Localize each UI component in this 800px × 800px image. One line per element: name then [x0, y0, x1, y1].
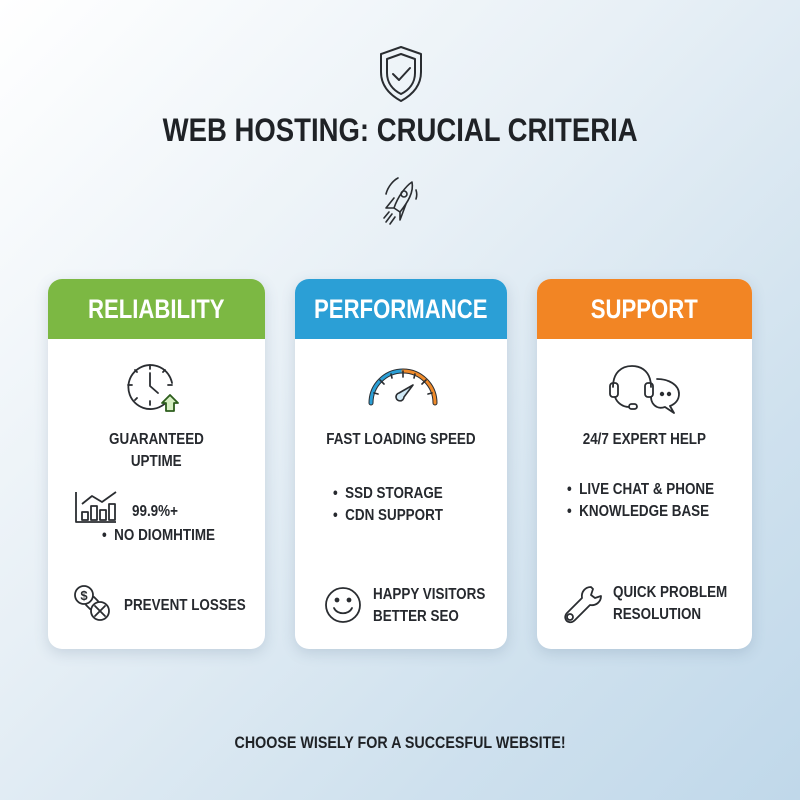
bar-chart-icon — [75, 491, 117, 523]
bullet-item: • NO DIOMHTIME — [102, 527, 215, 544]
footer-tagline: CHOOSE WISELY FOR A SUCCESFUL WEBSITE! — [234, 733, 566, 752]
smiley-icon — [325, 587, 361, 623]
fast-loading-speed-label: FAST LOADING SPEED — [326, 431, 476, 448]
support-card: SUPPORT 24/7 EXPERT HELP • LIVE CHAT & P… — [537, 279, 752, 649]
uptime-stat-value: 99.9%+ — [132, 503, 178, 520]
performance-card-header: PERFORMANCE — [295, 279, 507, 339]
shield-check-icon — [380, 46, 422, 102]
benefit-text: QUICK PROBLEM RESOLUTION — [613, 584, 728, 623]
wrench-icon — [564, 586, 602, 624]
page-title: WEB HOSTING: CRUCIAL CRITERIA — [162, 112, 638, 148]
benefit-text: HAPPY VISITORS BETTER SEO — [373, 586, 486, 625]
bullet-item: • SSD STORAGE — [333, 485, 443, 502]
money-loss-icon: $ — [74, 585, 110, 621]
headset-chat-icon — [609, 365, 680, 414]
performance-card: PERFORMANCE FAST LOADING SPEED • SSD STO… — [295, 279, 507, 649]
speedometer-icon — [368, 368, 438, 406]
bullet-item: • LIVE CHAT & PHONE — [567, 481, 715, 498]
clock-uptime-icon — [127, 364, 179, 412]
svg-text:$: $ — [80, 588, 88, 603]
rocket-icon — [383, 177, 418, 225]
reliability-card-header: RELIABILITY — [48, 279, 265, 339]
bullet-item: • CDN SUPPORT — [333, 507, 444, 524]
prevent-losses-label: PREVENT LOSSES — [124, 597, 246, 614]
expert-help-label: 24/7 EXPERT HELP — [582, 431, 707, 448]
guaranteed-uptime-label: GUARANTEED UPTIME — [109, 431, 204, 470]
bullet-item: • KNOWLEDGE BASE — [567, 503, 710, 520]
support-card-header: SUPPORT — [537, 279, 752, 339]
reliability-card: RELIABILITY GUARANTEED UPTIME 99.9%+ • N… — [48, 279, 265, 649]
